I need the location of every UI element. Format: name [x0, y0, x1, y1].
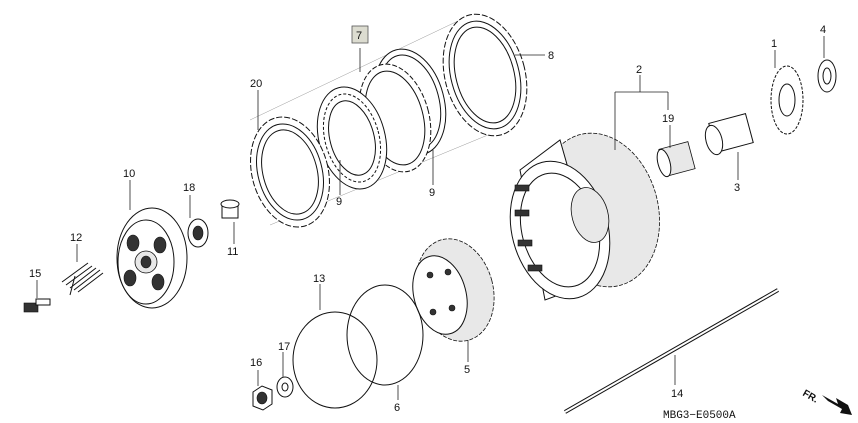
callout-17: 17 — [278, 341, 290, 353]
callout-19: 19 — [662, 113, 674, 125]
callout-18: 18 — [183, 182, 195, 194]
part-2-clutch-outer[interactable] — [496, 120, 677, 310]
part-4-washer[interactable] — [817, 59, 837, 93]
callout-5: 5 — [464, 364, 470, 376]
callout-3: 3 — [734, 182, 740, 194]
callout-11: 11 — [227, 246, 238, 258]
part-15-bolt[interactable] — [23, 298, 51, 313]
callout-8: 8 — [548, 50, 554, 62]
callout-4: 4 — [820, 24, 826, 36]
part-6-o-ring[interactable] — [346, 284, 424, 386]
part-9-clutch-plate-lower[interactable] — [307, 79, 398, 197]
part-18-bearing[interactable] — [187, 218, 209, 248]
callout-15: 15 — [29, 268, 41, 280]
part-13-o-ring[interactable] — [292, 311, 378, 409]
part-19-needle-bearing[interactable] — [655, 141, 696, 178]
callout-9-upper: 9 — [429, 187, 435, 199]
callout-6: 6 — [394, 402, 400, 414]
callout-9-lower: 9 — [336, 196, 342, 208]
part-16-lock-nut[interactable] — [252, 385, 273, 411]
callout-20: 20 — [250, 78, 262, 90]
part-3-collar[interactable] — [702, 112, 754, 157]
part-10-pressure-plate[interactable] — [116, 207, 188, 309]
part-5-clutch-center[interactable] — [405, 230, 506, 350]
callout-14: 14 — [671, 388, 683, 400]
front-arrow-icon — [822, 395, 852, 415]
part-17-washer[interactable] — [276, 376, 294, 398]
callout-1: 1 — [771, 38, 777, 50]
callout-16: 16 — [250, 357, 262, 369]
callout-13: 13 — [313, 273, 325, 285]
callout-7: 7 — [356, 30, 362, 42]
callout-10: 10 — [123, 168, 135, 180]
diagram-code: MBG3−E0500A — [663, 410, 736, 422]
part-1-drive-gear[interactable] — [770, 65, 804, 135]
part-11-lifter-piece[interactable] — [220, 199, 240, 219]
front-label: FR. — [801, 388, 821, 406]
callout-7-box — [351, 25, 369, 44]
part-12-clutch-spring[interactable] — [61, 262, 104, 296]
part-8-friction-disc[interactable] — [430, 5, 539, 145]
leader-lines — [36, 36, 825, 400]
part-14-lifter-rod[interactable] — [564, 288, 779, 414]
callouts: 7 20 8 9 9 2 19 3 1 4 10 18 11 12 15 13 … — [29, 24, 826, 414]
part-20-friction-disc[interactable] — [239, 108, 341, 236]
front-direction-indicator: FR. — [801, 388, 852, 415]
callout-12: 12 — [70, 232, 82, 244]
callout-2: 2 — [636, 64, 642, 76]
